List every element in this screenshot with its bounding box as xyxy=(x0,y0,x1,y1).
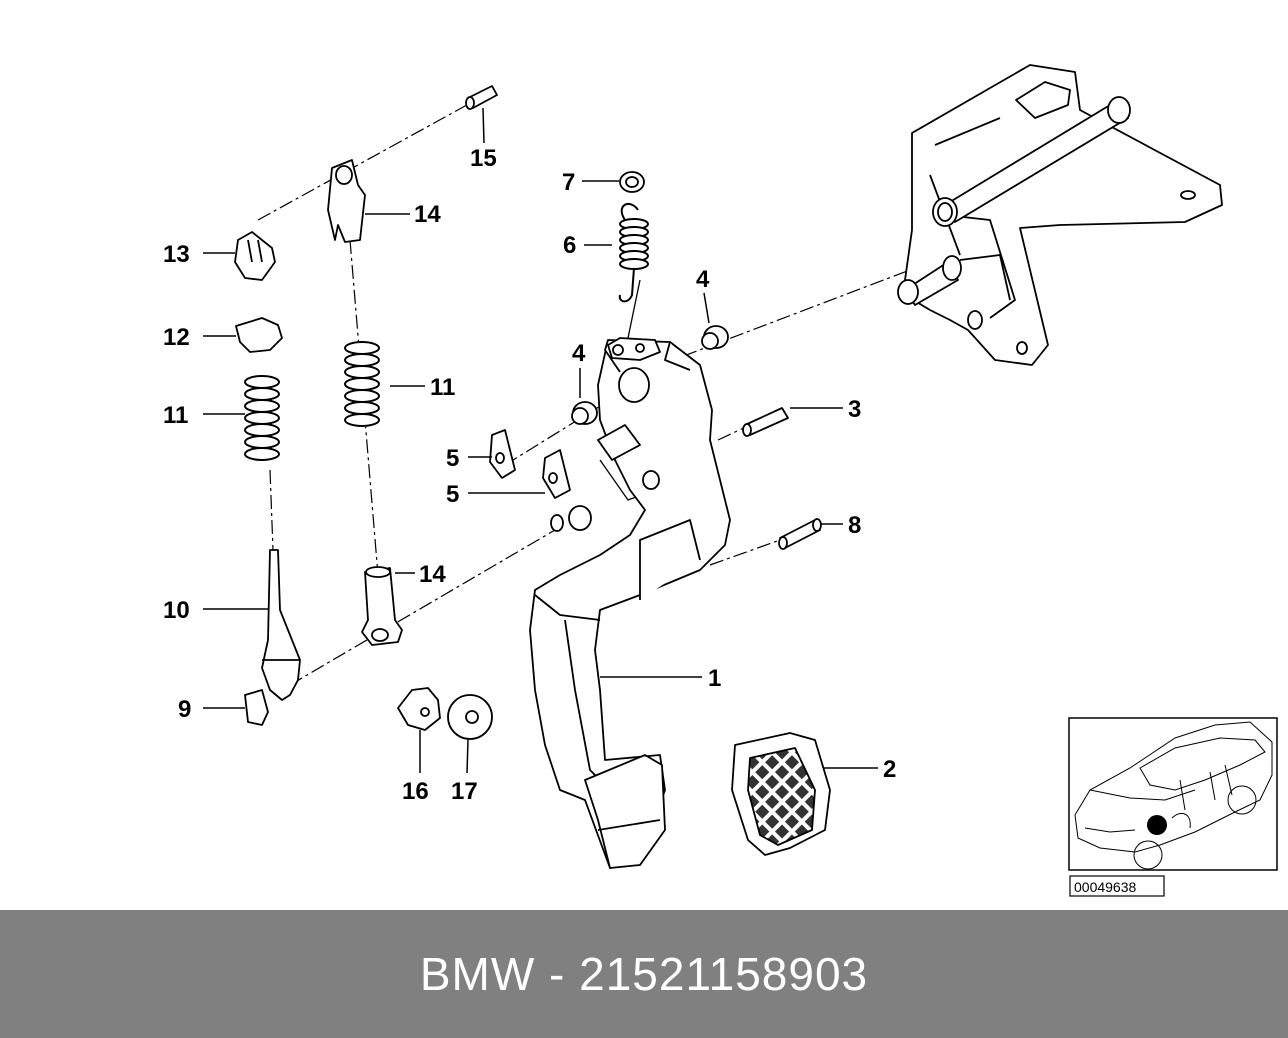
callout-14-top: 14 xyxy=(414,201,441,228)
callout-11-right: 11 xyxy=(430,374,455,401)
callout-9: 9 xyxy=(178,696,191,723)
part-number-caption: BMW - 21521158903 xyxy=(419,948,869,1000)
callout-15: 15 xyxy=(470,145,497,172)
callout-2: 2 xyxy=(883,756,896,783)
callout-5-upper: 5 xyxy=(446,445,459,472)
callout-4-upper: 4 xyxy=(696,266,710,293)
location-marker xyxy=(1147,815,1167,835)
callout-12: 12 xyxy=(163,324,190,351)
small-parts xyxy=(234,85,822,740)
callout-14-bottom: 14 xyxy=(419,561,446,588)
tension-spring xyxy=(618,202,649,303)
callout-5-lower: 5 xyxy=(446,481,459,508)
callout-10: 10 xyxy=(163,597,190,624)
callout-11-left: 11 xyxy=(163,402,188,429)
vehicle-locator-inset: 00049638 xyxy=(1068,717,1278,897)
spring-right xyxy=(344,341,380,427)
callout-leaders xyxy=(203,107,878,774)
callout-labels: 1 2 3 4 4 5 5 6 7 8 9 10 11 11 12 13 14 … xyxy=(163,145,896,805)
callout-7: 7 xyxy=(562,169,575,196)
pedal-assembly-diagram: 1 2 3 4 4 5 5 6 7 8 9 10 11 11 12 13 14 … xyxy=(163,64,1278,897)
callout-16: 16 xyxy=(402,778,429,805)
spring-left xyxy=(244,375,280,461)
callout-8: 8 xyxy=(848,512,861,539)
pedal-lever xyxy=(529,337,731,869)
callout-6: 6 xyxy=(563,232,576,259)
car-outline xyxy=(1074,721,1273,870)
callout-17: 17 xyxy=(451,778,478,805)
callout-3: 3 xyxy=(848,396,861,423)
callout-4-lower: 4 xyxy=(572,340,586,367)
callout-1: 1 xyxy=(708,665,721,692)
pedal-pad xyxy=(731,732,831,856)
mounting-bracket xyxy=(897,64,1223,366)
footer-bar: BMW - 21521158903 xyxy=(0,910,1288,1038)
callout-13: 13 xyxy=(163,241,190,268)
reference-number: 00049638 xyxy=(1074,879,1137,895)
